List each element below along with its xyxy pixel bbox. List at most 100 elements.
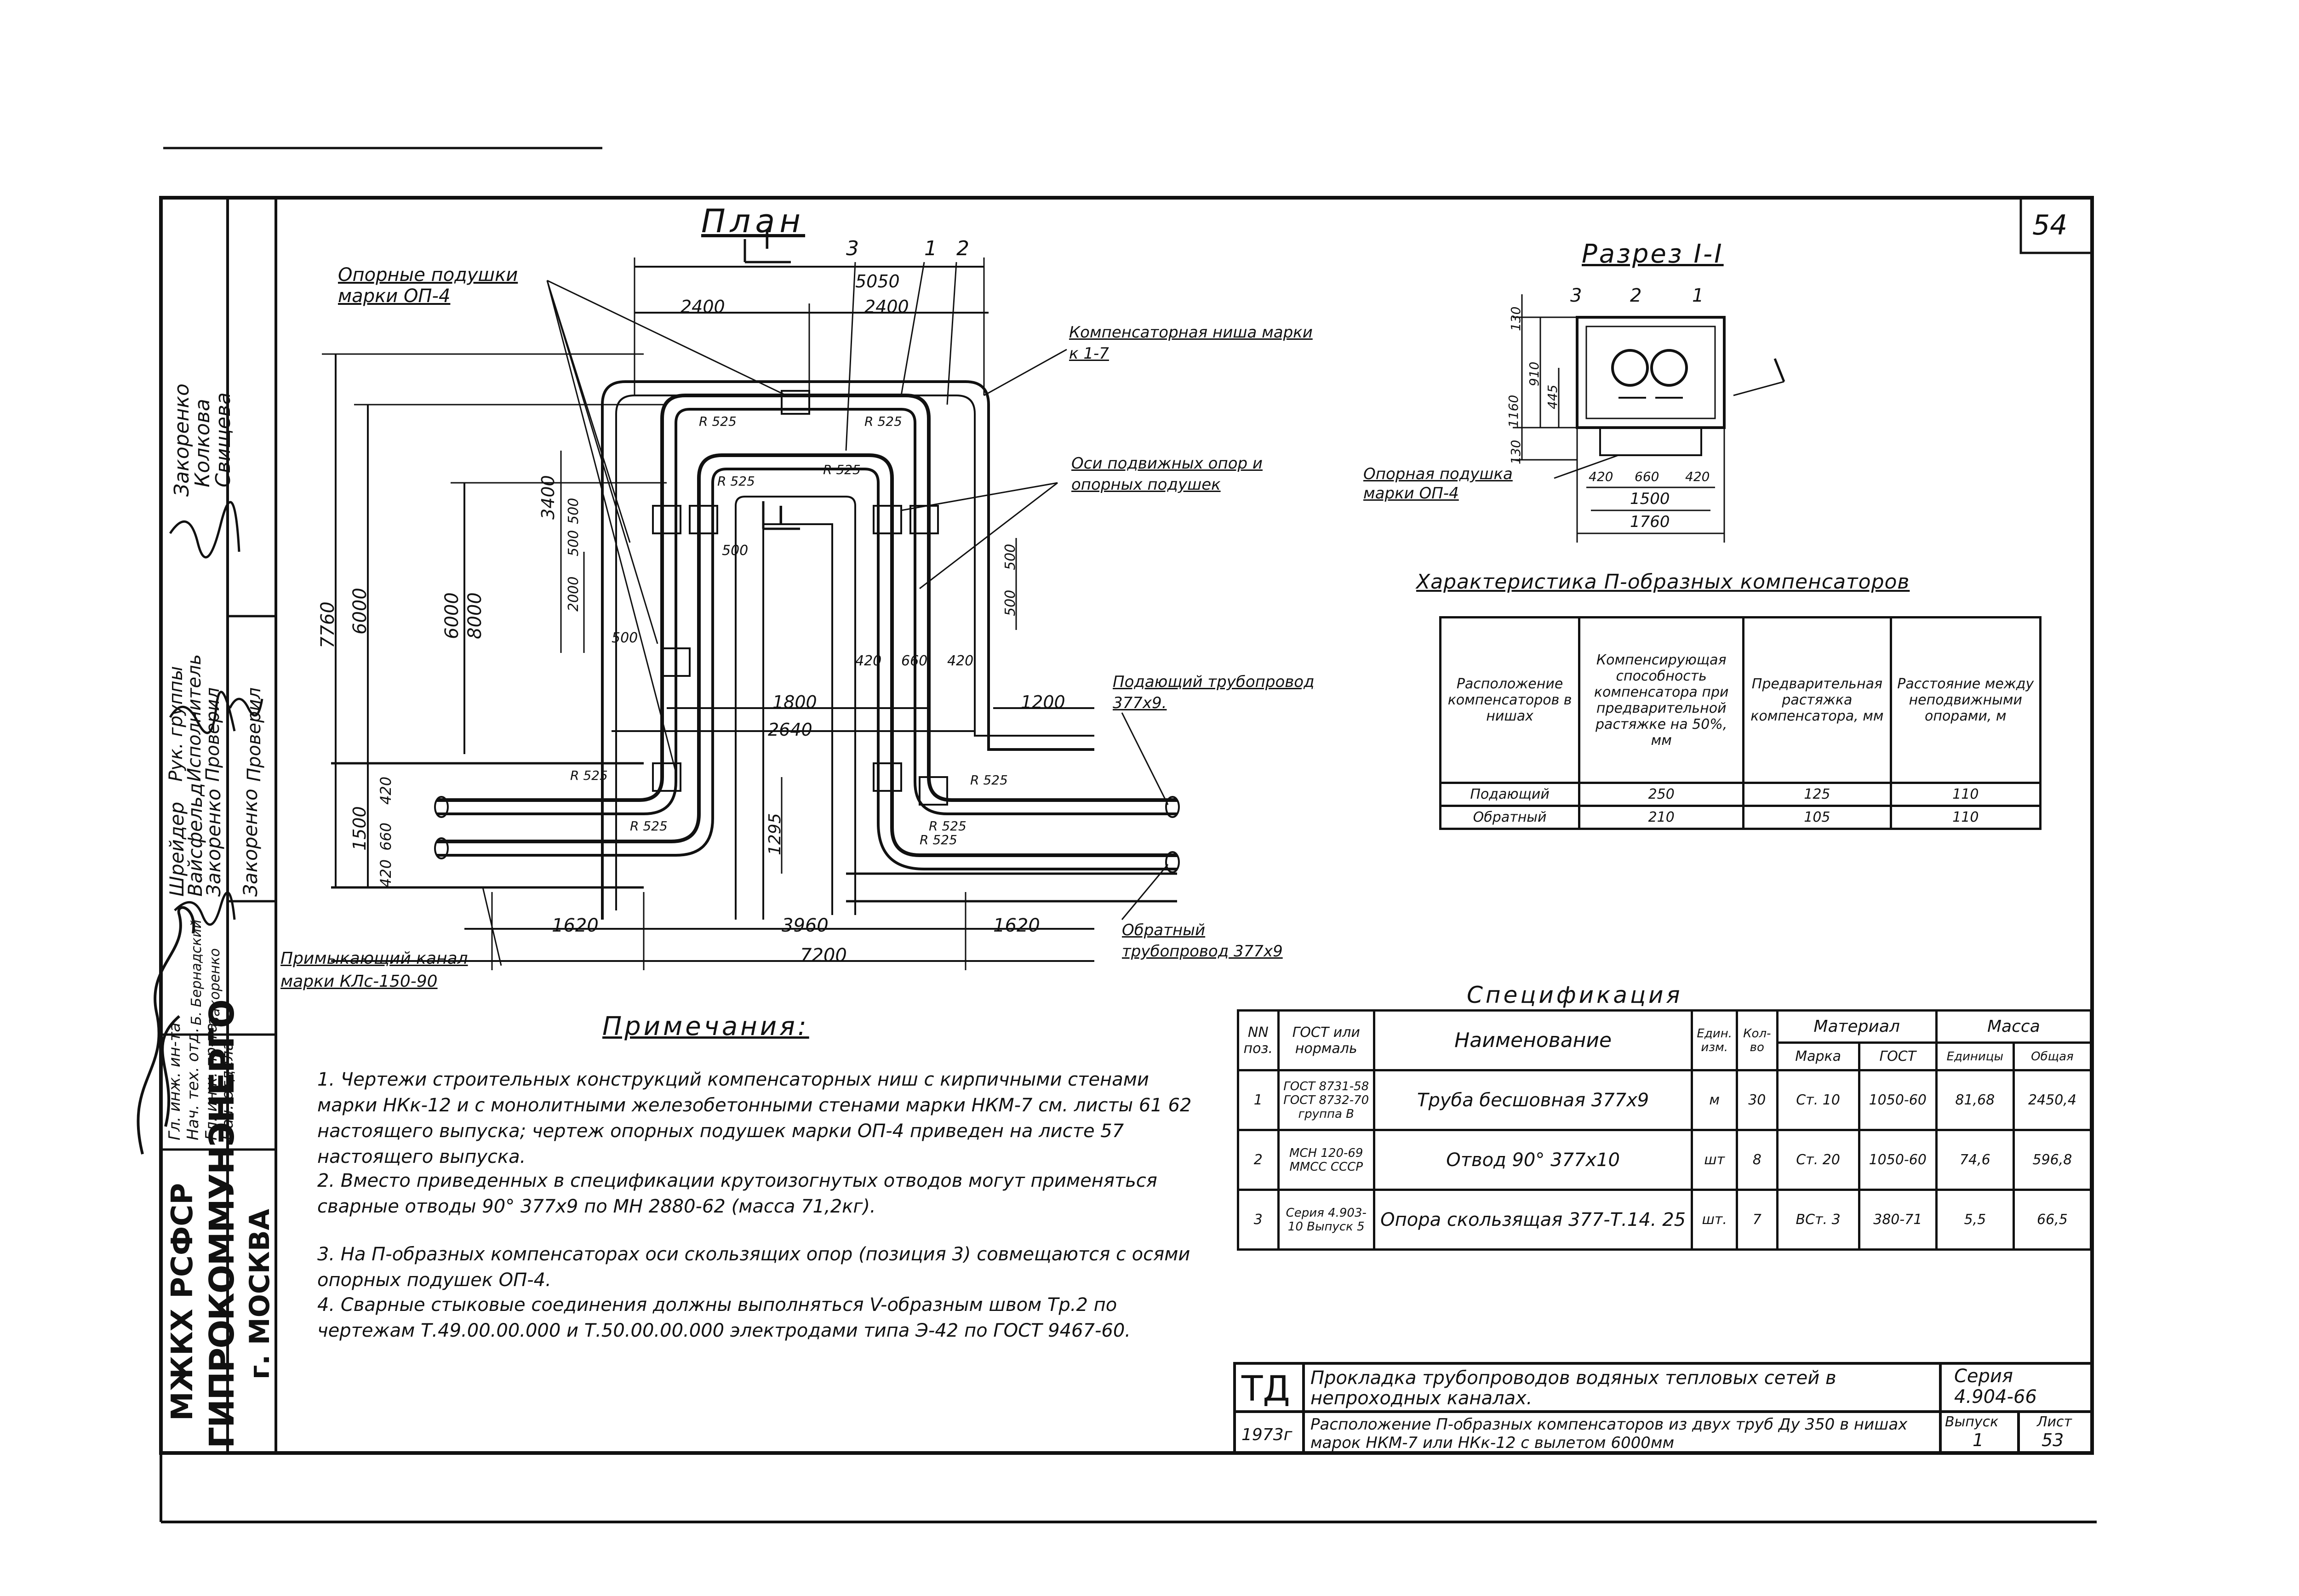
spec-r1-mass-unit: 81,68	[1935, 1069, 2015, 1131]
radius-label: R 525	[717, 474, 755, 489]
spec-h-mass-unit: Единицы	[1935, 1041, 2015, 1071]
spec-r3-gost: Серия 4.903-10 Выпуск 5	[1277, 1189, 1375, 1251]
dim-left-500b: 500	[566, 498, 582, 524]
callout-pads: Опорные подушки марки ОП-4	[338, 264, 518, 307]
radius-label: R 525	[570, 768, 608, 783]
dim-top-left: 2400	[681, 297, 725, 317]
spec-h-mark: Марка	[1776, 1041, 1860, 1071]
table-row: 2 МСН 120-69 ММСС СССР Отвод 90° 377х10 …	[1237, 1129, 2093, 1191]
dim-mid-420: 420	[855, 653, 882, 669]
spec-title: Спецификация	[1467, 982, 1683, 1008]
char-title: Характеристика П-образных компенсаторов	[1416, 570, 1910, 594]
dim-mid-420b: 420	[947, 653, 974, 669]
spec-r3-pos: 3	[1237, 1189, 1280, 1251]
spec-h-name: Наименование	[1373, 1009, 1693, 1071]
section-pos-1: 1	[1692, 285, 1704, 306]
section-dim-w4: 1500	[1630, 490, 1670, 508]
plan-title: План	[701, 202, 806, 240]
dim-bottom-3960: 3960	[782, 915, 829, 936]
spec-r3-mark: ВСт. 3	[1776, 1189, 1860, 1251]
spec-h-mass: Масса	[1935, 1009, 2093, 1044]
dim-left-660: 660	[377, 822, 395, 851]
section-dim-h4: 445	[1545, 384, 1560, 409]
char-r2-capacity: 210	[1578, 805, 1745, 830]
dim-left-2000: 2000	[566, 576, 582, 612]
dim-mid-2640: 2640	[768, 720, 812, 740]
section-drawing	[1513, 294, 1785, 543]
title-year: 1973г	[1241, 1425, 1292, 1444]
dim-mid-1800: 1800	[772, 692, 817, 712]
radius-label: R 525	[630, 818, 668, 834]
section-dim-w1: 420	[1589, 469, 1613, 484]
radius-label: R 525	[699, 414, 737, 429]
section-dim-w2: 660	[1635, 469, 1659, 484]
notes-title: Примечания:	[602, 1012, 809, 1041]
notes-item-1: 1. Чертежи строительных конструкций комп…	[317, 1069, 1192, 1167]
radius-label: R 525	[929, 818, 966, 834]
char-r1-capacity: 250	[1578, 782, 1745, 807]
dim-mid-1200: 1200	[1021, 692, 1065, 712]
dim-left-3400: 3400	[538, 475, 558, 520]
spec-h-pos: NN поз.	[1237, 1009, 1280, 1071]
spec-h-qty: Кол-во	[1736, 1009, 1779, 1071]
radius-label: R 525	[970, 772, 1008, 788]
dim-left-500c: 500	[612, 630, 638, 646]
dim-bottom-1620b: 1620	[993, 915, 1040, 936]
plan-section-marker-top: I	[763, 225, 771, 255]
dim-mid-500: 500	[722, 543, 749, 559]
dim-left-6000a: 6000	[349, 588, 371, 635]
spec-r1-qty: 30	[1736, 1069, 1779, 1131]
director-signature	[137, 906, 195, 1155]
dim-mid-660: 660	[901, 653, 928, 669]
table-row: 3 Серия 4.903-10 Выпуск 5 Опора скользящ…	[1237, 1189, 2093, 1251]
char-h-distance: Расстояние между неподвижными опорами, м	[1889, 616, 2042, 784]
spec-h-gost: ГОСТ или нормаль	[1277, 1009, 1375, 1071]
dim-left-500a: 500	[566, 530, 582, 556]
notes-item-2: 2. Вместо приведенных в спецификации кру…	[317, 1170, 1157, 1217]
title-code: ТД	[1241, 1368, 1290, 1409]
spec-h-material: Материал	[1776, 1009, 1938, 1044]
title-series-label: Серия	[1954, 1366, 2013, 1387]
spec-r1-mass-total: 2450,4	[2012, 1069, 2093, 1131]
callout-channel: Примыкающий канал марки КЛс-150-90	[280, 949, 468, 991]
char-r1-location: Подающий	[1439, 782, 1581, 807]
char-r1-stretch: 125	[1742, 782, 1892, 807]
section-title: Разрез I-I	[1582, 239, 1724, 269]
dim-right-500a: 500	[1002, 543, 1018, 570]
plan-pos-1: 1	[924, 237, 937, 260]
dim-top-right: 2400	[864, 297, 909, 317]
spec-r2-qty: 8	[1736, 1129, 1779, 1191]
notes-item-3: 3. На П-образных компенсаторах оси сколь…	[317, 1244, 1190, 1291]
dim-top-total: 5050	[855, 271, 900, 292]
dim-left-8000: 8000	[464, 592, 486, 639]
dim-left-420b: 420	[377, 776, 395, 805]
spec-r1-unit: м	[1691, 1069, 1738, 1131]
plan-pos-3: 3	[846, 237, 859, 260]
spec-table: NN поз. ГОСТ или нормаль Наименование Ед…	[1237, 1009, 2093, 1251]
section-dim-w5: 1760	[1630, 513, 1670, 531]
spec-r1-name: Труба бесшовная 377х9	[1373, 1069, 1693, 1131]
title-sheet-label: Лист	[2037, 1414, 2072, 1430]
spec-r2-unit: шт	[1691, 1129, 1738, 1191]
char-h-stretch: Предварительная растяжка компенсатора, м…	[1742, 616, 1892, 784]
section-dim-h1: 130	[1508, 306, 1523, 331]
spec-r1-pos: 1	[1237, 1069, 1280, 1131]
spec-r1-mgost: 1050-60	[1858, 1069, 1938, 1131]
spec-r2-name: Отвод 90° 377х10	[1373, 1129, 1693, 1191]
spec-r3-mass-unit: 5,5	[1935, 1189, 2015, 1251]
spec-r2-mass-total: 596,8	[2012, 1129, 2093, 1191]
callout-supply: Подающий трубопровод 377х9.	[1113, 673, 1315, 712]
radius-label: R 525	[823, 462, 861, 477]
title-line1: Прокладка трубопроводов водяных тепловых…	[1310, 1367, 1836, 1409]
spec-r1-mark: Ст. 10	[1776, 1069, 1860, 1131]
sheet-number: 54	[2032, 209, 2068, 241]
spec-r2-gost: МСН 120-69 ММСС СССР	[1277, 1129, 1375, 1191]
spec-h-mass-total: Общая	[2012, 1041, 2093, 1071]
title-sheet-value: 53	[2042, 1430, 2064, 1450]
stamp-org1: МЖКХ РСФСР	[166, 1183, 200, 1421]
signature-marks	[169, 501, 263, 926]
stamp-city: г. МОСКВА	[244, 1209, 276, 1379]
char-r2-location: Обратный	[1439, 805, 1581, 830]
plan-drawing	[322, 239, 1180, 970]
